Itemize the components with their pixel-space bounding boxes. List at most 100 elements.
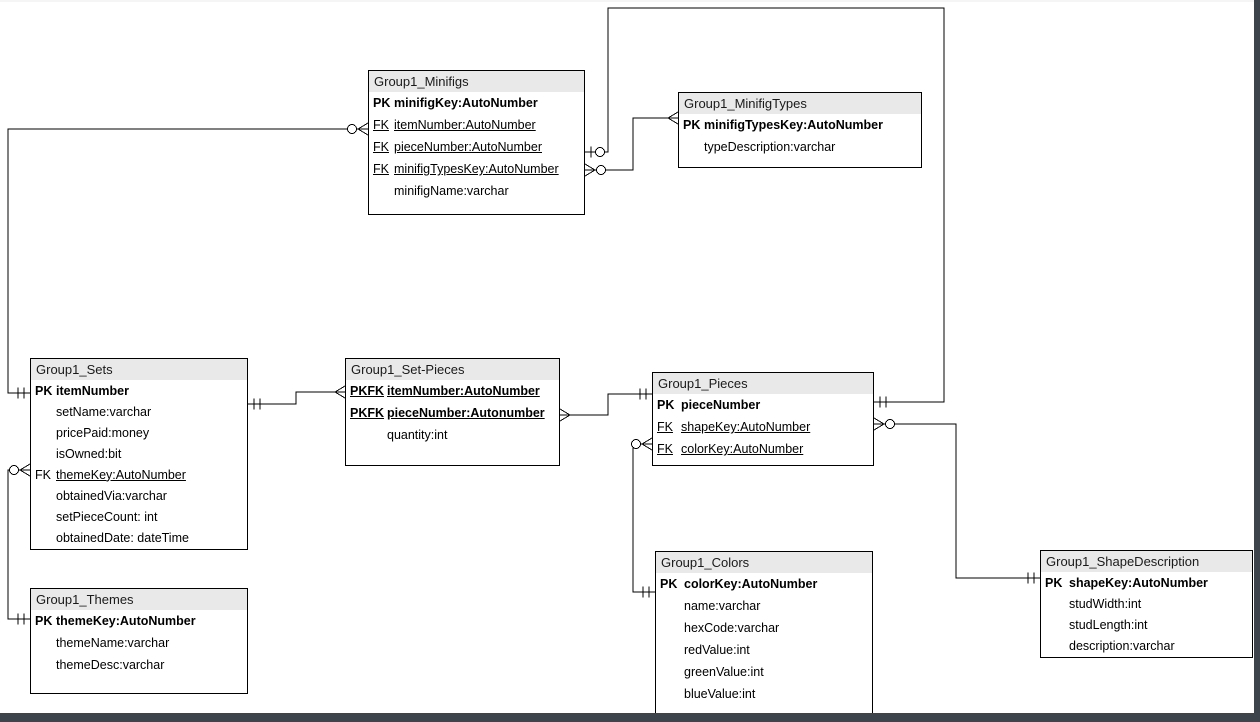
entity-title: Group1_Colors [656, 552, 872, 573]
attribute-row: pricePaid:money [31, 422, 247, 443]
attribute-row: studWidth:int [1041, 593, 1252, 614]
attribute-name: themeDesc:varchar [56, 658, 165, 672]
attribute-row: FK itemNumber:AutoNumber [369, 114, 584, 136]
attribute-name: isOwned:bit [56, 446, 122, 461]
key-label: PKFK [350, 384, 385, 398]
canvas-bottom-edge-bar [0, 713, 1260, 722]
attribute-row: studLength:int [1041, 614, 1252, 635]
entity-title: Group1_Themes [31, 589, 247, 610]
attribute-name: description:varchar [1069, 638, 1175, 653]
attribute-row: obtainedDate: dateTime [31, 527, 247, 548]
entity-title: Group1_Sets [31, 359, 247, 380]
attribute-name: setPieceCount: int [56, 509, 158, 524]
attribute-row: hexCode:varchar [656, 617, 872, 639]
attribute-name: minifigTypesKey:AutoNumber [394, 162, 559, 176]
key-label: PK [373, 96, 391, 110]
key-label: FK [657, 442, 673, 456]
attribute-name: minifigName:varchar [394, 184, 509, 198]
attribute-name: studLength:int [1069, 617, 1148, 632]
attribute-name: itemNumber:AutoNumber [394, 118, 536, 132]
attribute-row: isOwned:bit [31, 443, 247, 464]
attribute-row: setName:varchar [31, 401, 247, 422]
entity-title: Group1_Set-Pieces [346, 359, 559, 380]
attribute-row: obtainedVia:varchar [31, 485, 247, 506]
attribute-name: colorKey:AutoNumber [681, 442, 804, 456]
attribute-name: pricePaid:money [56, 425, 150, 440]
attribute-row: PK pieceNumber [653, 394, 873, 416]
attribute-name: typeDescription:varchar [704, 140, 836, 154]
key-label: PKFK [350, 406, 385, 420]
attribute-name: obtainedDate: dateTime [56, 530, 189, 545]
attribute-name: minifigTypesKey:AutoNumber [704, 118, 883, 132]
attribute-row: FK colorKey:AutoNumber [653, 438, 873, 460]
attribute-name: themeName:varchar [56, 636, 170, 650]
entity-title: Group1_MinifigTypes [679, 93, 921, 114]
attribute-name: shapeKey:AutoNumber [1069, 575, 1208, 590]
attribute-name: themeKey:AutoNumber [56, 467, 186, 482]
attribute-name: pieceNumber:Autonumber [387, 406, 545, 420]
key-label: FK [35, 467, 51, 482]
key-label: FK [373, 118, 389, 132]
attribute-row: name:varchar [656, 595, 872, 617]
attribute-row: PK shapeKey:AutoNumber [1041, 572, 1252, 593]
attribute-row: themeDesc:varchar [31, 654, 247, 676]
attribute-name: redValue:int [684, 643, 750, 657]
entity-title: Group1_ShapeDescription [1041, 551, 1252, 572]
key-label: PK [35, 383, 53, 398]
key-label: PK [35, 614, 53, 628]
attribute-row: redValue:int [656, 639, 872, 661]
canvas-top-edge [0, 0, 1254, 2]
key-label: PK [657, 398, 675, 412]
attribute-row: FK pieceNumber:AutoNumber [369, 136, 584, 158]
canvas-right-edge-bar [1254, 0, 1260, 722]
attribute-name: itemNumber [56, 383, 129, 398]
attribute-name: themeKey:AutoNumber [56, 614, 196, 628]
key-label: FK [373, 162, 389, 176]
attribute-row: minifigName:varchar [369, 180, 584, 202]
key-label: PK [1045, 575, 1063, 590]
key-label: FK [373, 140, 389, 154]
attribute-name: setName:varchar [56, 404, 152, 419]
attribute-name: blueValue:int [684, 687, 756, 701]
attribute-name: greenValue:int [684, 665, 764, 679]
attribute-row: FK minifigTypesKey:AutoNumber [369, 158, 584, 180]
attribute-name: itemNumber:AutoNumber [387, 384, 540, 398]
attribute-row: blueValue:int [656, 683, 872, 705]
attribute-name: obtainedVia:varchar [56, 488, 167, 503]
attribute-name: pieceNumber:AutoNumber [394, 140, 542, 154]
attribute-row: quantity:int [346, 424, 559, 446]
attribute-name: pieceNumber [681, 398, 761, 412]
attribute-row: themeName:varchar [31, 632, 247, 654]
key-label: PK [660, 577, 678, 591]
key-label: PK [683, 118, 701, 132]
attribute-row: greenValue:int [656, 661, 872, 683]
entity-title: Group1_Pieces [653, 373, 873, 394]
attribute-row: FK themeKey:AutoNumber [31, 464, 247, 485]
attribute-name: quantity:int [387, 428, 448, 442]
attribute-row: PK colorKey:AutoNumber [656, 573, 872, 595]
attribute-row: typeDescription:varchar [679, 136, 921, 158]
attribute-row: description:varchar [1041, 635, 1252, 656]
attribute-name: colorKey:AutoNumber [684, 577, 818, 591]
attribute-name: studWidth:int [1069, 596, 1142, 611]
attribute-name: name:varchar [684, 599, 761, 613]
attribute-row: setPieceCount: int [31, 506, 247, 527]
attribute-name: shapeKey:AutoNumber [681, 420, 811, 434]
